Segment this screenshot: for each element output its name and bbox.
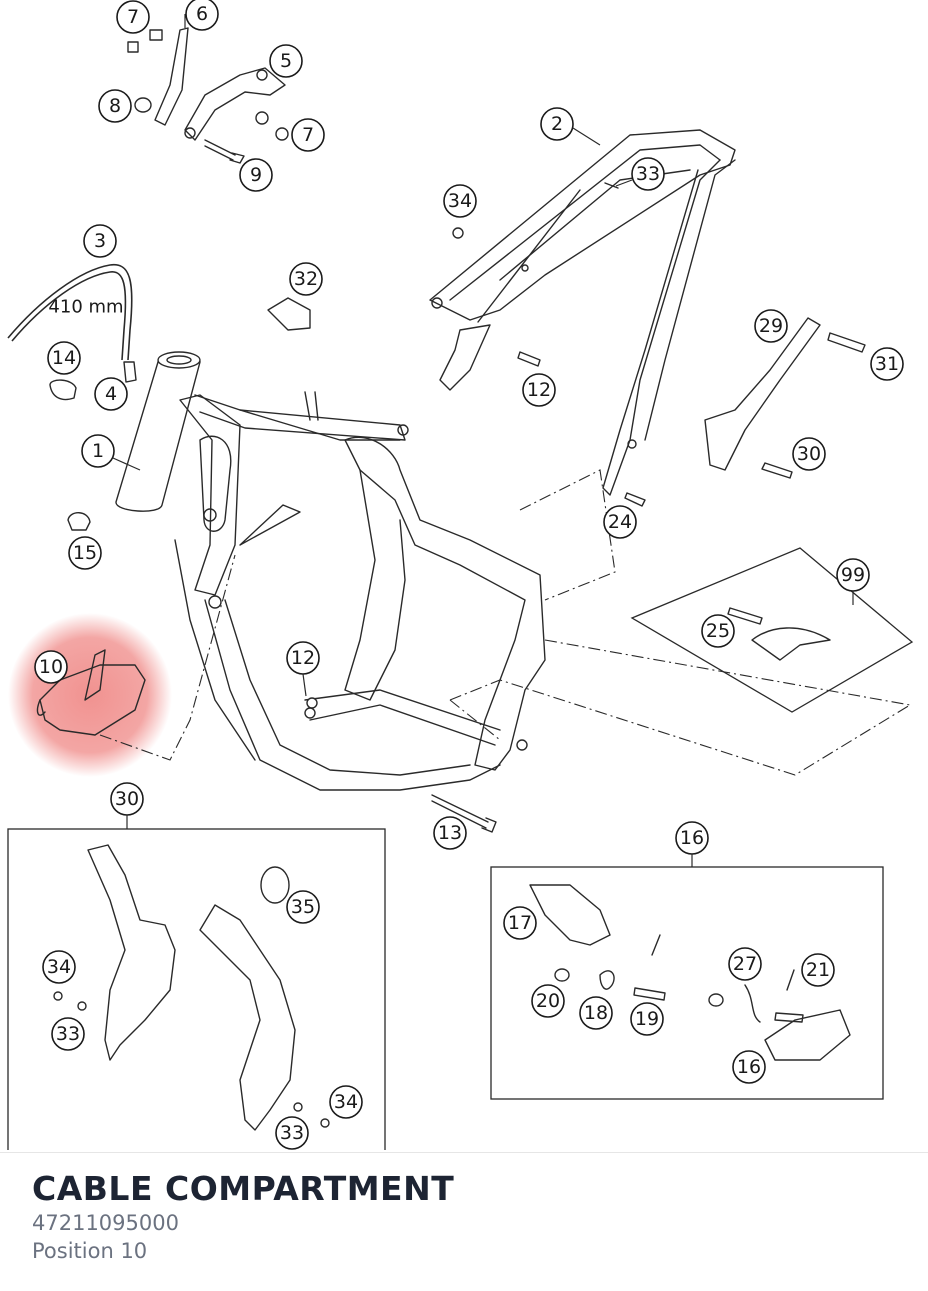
callout-4[interactable]: 4 <box>105 383 117 405</box>
nut-8 <box>134 97 152 113</box>
callout-circle[interactable] <box>239 158 273 192</box>
callout-circle[interactable] <box>732 1050 766 1084</box>
callout-5[interactable]: 5 <box>280 50 292 72</box>
callout-circle[interactable] <box>286 890 320 924</box>
kit-box-32 <box>7 828 386 1150</box>
callout-34[interactable]: 34 <box>448 190 472 212</box>
callout-30[interactable]: 30 <box>797 443 821 465</box>
bolt-9 <box>204 139 245 164</box>
callout-12[interactable]: 12 <box>527 379 551 401</box>
callout-circle[interactable] <box>443 184 477 218</box>
callout-3[interactable]: 3 <box>94 230 106 252</box>
callout-99[interactable]: 99 <box>841 564 865 586</box>
callout-circle[interactable] <box>503 906 537 940</box>
callout-circle[interactable] <box>801 953 835 987</box>
bracket-5 <box>154 27 189 126</box>
callout-circle[interactable] <box>579 996 613 1030</box>
callout-circle[interactable] <box>701 614 735 648</box>
callout-2[interactable]: 2 <box>551 113 563 135</box>
callout-33[interactable]: 33 <box>280 1122 304 1144</box>
part-name: CABLE COMPARTMENT <box>32 1169 455 1208</box>
callout-20[interactable]: 20 <box>536 990 560 1012</box>
callout-circle[interactable] <box>603 505 637 539</box>
callout-7[interactable]: 7 <box>127 6 139 28</box>
callout-6[interactable]: 6 <box>196 3 208 25</box>
callout-33[interactable]: 33 <box>636 163 660 185</box>
callout-10[interactable]: 10 <box>39 656 63 678</box>
kit-box-15 <box>490 866 884 1100</box>
footpeg-17 <box>529 884 611 946</box>
callout-circle[interactable] <box>275 1116 309 1150</box>
clip-14-bottom <box>67 512 91 531</box>
screw-7-top <box>127 29 163 53</box>
part-info-panel: CABLE COMPARTMENT 47211095000 Position 1… <box>0 1152 928 1291</box>
part-number: 47211095000 <box>32 1211 179 1235</box>
callout-34[interactable]: 34 <box>334 1091 358 1113</box>
footpeg-16 <box>764 1009 851 1061</box>
callout-33[interactable]: 33 <box>56 1023 80 1045</box>
exploded-parts-diagram: 7 6 5 8 7 9 2 33 34 3 32 29 31 14 4 12 1… <box>7 0 914 1150</box>
callout-circle[interactable] <box>329 1085 363 1119</box>
callout-31[interactable]: 31 <box>875 353 899 375</box>
callout-circle[interactable] <box>540 107 574 141</box>
callout-circle[interactable] <box>34 650 68 684</box>
callout-circle[interactable] <box>870 347 904 381</box>
callout-21[interactable]: 21 <box>806 959 830 981</box>
callout-circle[interactable] <box>94 377 128 411</box>
callout-19[interactable]: 19 <box>635 1008 659 1030</box>
callout-circle[interactable] <box>631 157 665 191</box>
callout-32[interactable]: 32 <box>294 268 318 290</box>
callout-circle[interactable] <box>792 437 826 471</box>
callout-circle[interactable] <box>68 536 102 570</box>
callout-13[interactable]: 13 <box>438 822 462 844</box>
main-frame <box>115 351 546 791</box>
callout-circle[interactable] <box>98 89 132 123</box>
callout-35[interactable]: 35 <box>291 896 315 918</box>
callout-circle[interactable] <box>728 947 762 981</box>
callout-16[interactable]: 16 <box>737 1056 761 1078</box>
callout-1[interactable]: 1 <box>92 440 104 462</box>
cable-compartment-10 <box>36 649 146 736</box>
callout-18[interactable]: 18 <box>584 1002 608 1024</box>
bracket-6 <box>184 67 286 141</box>
callout-circle[interactable] <box>116 0 150 34</box>
hose-length-label: 410 mm <box>48 297 123 318</box>
callout-14[interactable]: 14 <box>52 347 76 369</box>
callout-circle[interactable] <box>81 434 115 468</box>
callout-16[interactable]: 16 <box>680 827 704 849</box>
hose-3 <box>7 263 133 361</box>
callout-29[interactable]: 29 <box>759 315 783 337</box>
subframe <box>429 129 736 496</box>
sticker-26 <box>267 297 311 331</box>
callout-circle[interactable] <box>83 224 117 258</box>
callout-17[interactable]: 17 <box>508 912 532 934</box>
callout-circle[interactable] <box>754 309 788 343</box>
callout-circle[interactable] <box>531 984 565 1018</box>
callout-circle[interactable] <box>291 118 325 152</box>
callout-circle[interactable] <box>433 816 467 850</box>
callout-circle[interactable] <box>522 373 556 407</box>
clip-14-top <box>49 379 77 401</box>
callout-27[interactable]: 27 <box>733 953 757 975</box>
callout-9[interactable]: 9 <box>250 164 262 186</box>
callout-circle[interactable] <box>630 1002 664 1036</box>
callout-30[interactable]: 30 <box>115 788 139 810</box>
kit-box-99 <box>630 547 914 713</box>
callout-circle[interactable] <box>185 0 219 31</box>
callout-12[interactable]: 12 <box>291 647 315 669</box>
callout-24[interactable]: 24 <box>608 511 632 533</box>
callout-15[interactable]: 15 <box>73 542 97 564</box>
callout-25[interactable]: 25 <box>706 620 730 642</box>
callout-circle[interactable] <box>269 44 303 78</box>
callout-circle[interactable] <box>47 341 81 375</box>
callout-34[interactable]: 34 <box>47 956 71 978</box>
part-position: Position 10 <box>32 1239 148 1263</box>
callout-8[interactable]: 8 <box>109 95 121 117</box>
callout-7[interactable]: 7 <box>302 124 314 146</box>
callout-circle[interactable] <box>289 262 323 296</box>
callout-circle[interactable] <box>51 1017 85 1051</box>
callout-circle[interactable] <box>42 950 76 984</box>
fitting-4 <box>123 361 137 383</box>
part-22 <box>704 317 821 471</box>
